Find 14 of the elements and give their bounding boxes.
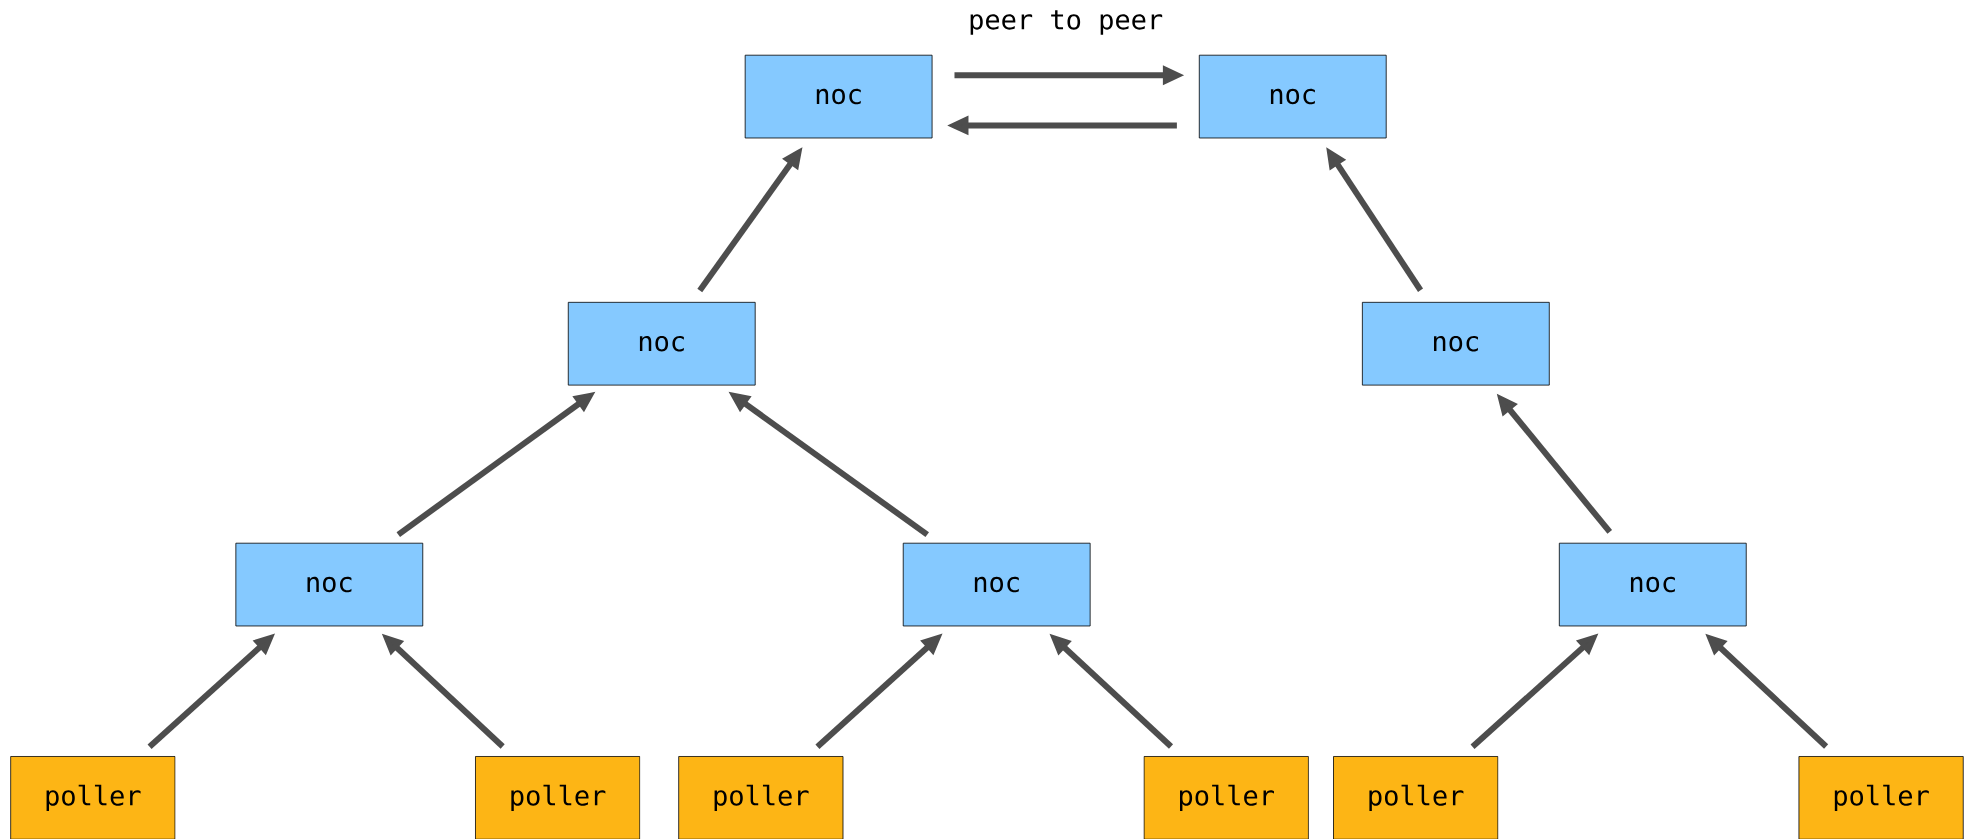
- noc-box: noc: [235, 542, 424, 627]
- noc-box: noc: [1558, 542, 1747, 627]
- poller-box: poller: [678, 756, 844, 839]
- poller-box: poller: [475, 756, 641, 839]
- noc-box: noc: [1198, 54, 1387, 139]
- noc-box: noc: [1361, 301, 1550, 386]
- poller-box: poller: [1798, 756, 1964, 839]
- noc-box: noc: [902, 542, 1091, 627]
- noc-box: noc: [744, 54, 933, 139]
- poller-box: poller: [1143, 756, 1309, 839]
- poller-box: poller: [1333, 756, 1499, 839]
- edge-label: peer to peer: [970, 10, 1163, 35]
- noc-box: noc: [567, 301, 756, 386]
- poller-box: poller: [10, 756, 176, 839]
